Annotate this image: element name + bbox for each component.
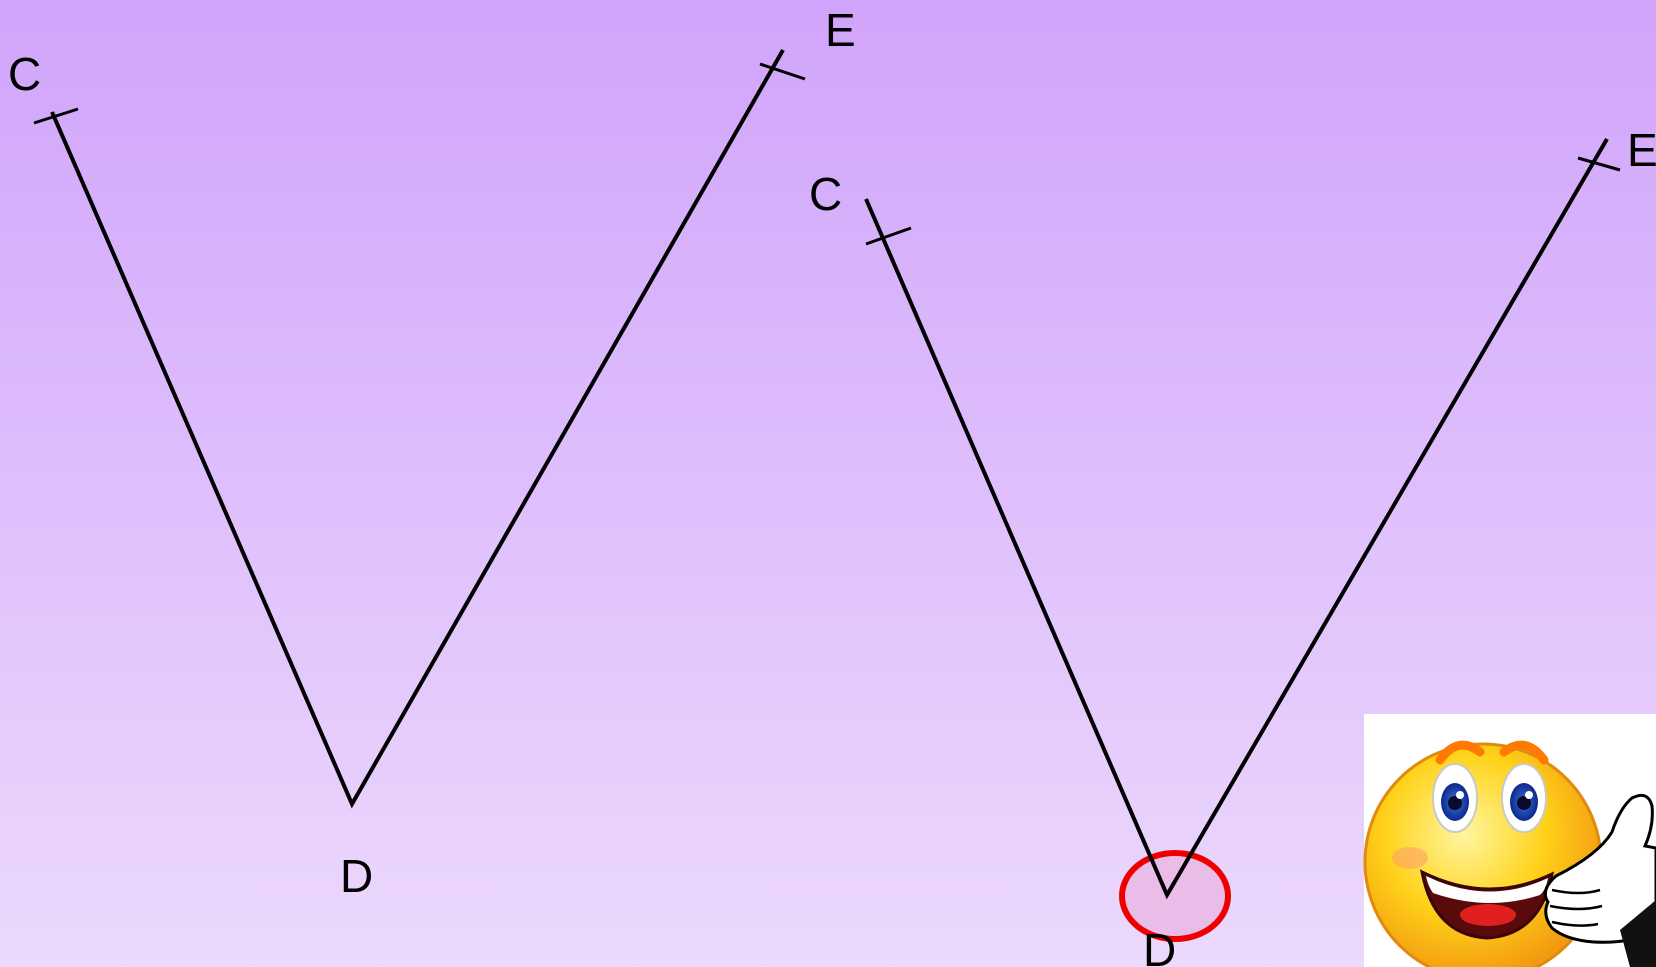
angle-2-label-e: E <box>1627 124 1656 176</box>
angle-1-label-c: C <box>8 48 41 100</box>
smiley-tongue <box>1460 904 1516 926</box>
smiley-teeth <box>1426 876 1548 904</box>
angle-figure-2: C D E <box>809 124 1656 967</box>
smiley-left-eyebrow <box>1435 740 1485 765</box>
smiley-right-eyebrow <box>1499 740 1549 765</box>
thumbs-up-sleeve <box>1620 900 1656 967</box>
angle-2-tick-c <box>865 226 912 246</box>
angle-1-rays <box>50 49 785 809</box>
angle-figure-1: C D E <box>8 4 856 902</box>
angle-2-label-d: D <box>1143 924 1176 967</box>
angle-1-tick-c <box>33 107 79 125</box>
angle-1-label-d: D <box>340 850 373 902</box>
angle-1-label-e: E <box>825 4 856 56</box>
smiley-left-eye-shine <box>1456 791 1464 799</box>
smiley-left-pupil <box>1448 796 1462 810</box>
smiley-left-cheek <box>1392 847 1428 869</box>
smiley-right-eye-shine <box>1525 791 1533 799</box>
thumbs-up-hand <box>1543 793 1656 944</box>
vertex-highlight-circle <box>1119 850 1231 942</box>
smiley-thumbs-up-icon <box>1363 714 1656 967</box>
angle-2-label-c: C <box>809 168 842 220</box>
angle-2-tick-e <box>1577 156 1621 172</box>
angle-1-tick-e <box>759 62 806 81</box>
thumbs-up-finger-lines <box>1549 888 1603 927</box>
angle-2-rays <box>864 137 1609 900</box>
smiley-right-pupil <box>1517 796 1531 810</box>
